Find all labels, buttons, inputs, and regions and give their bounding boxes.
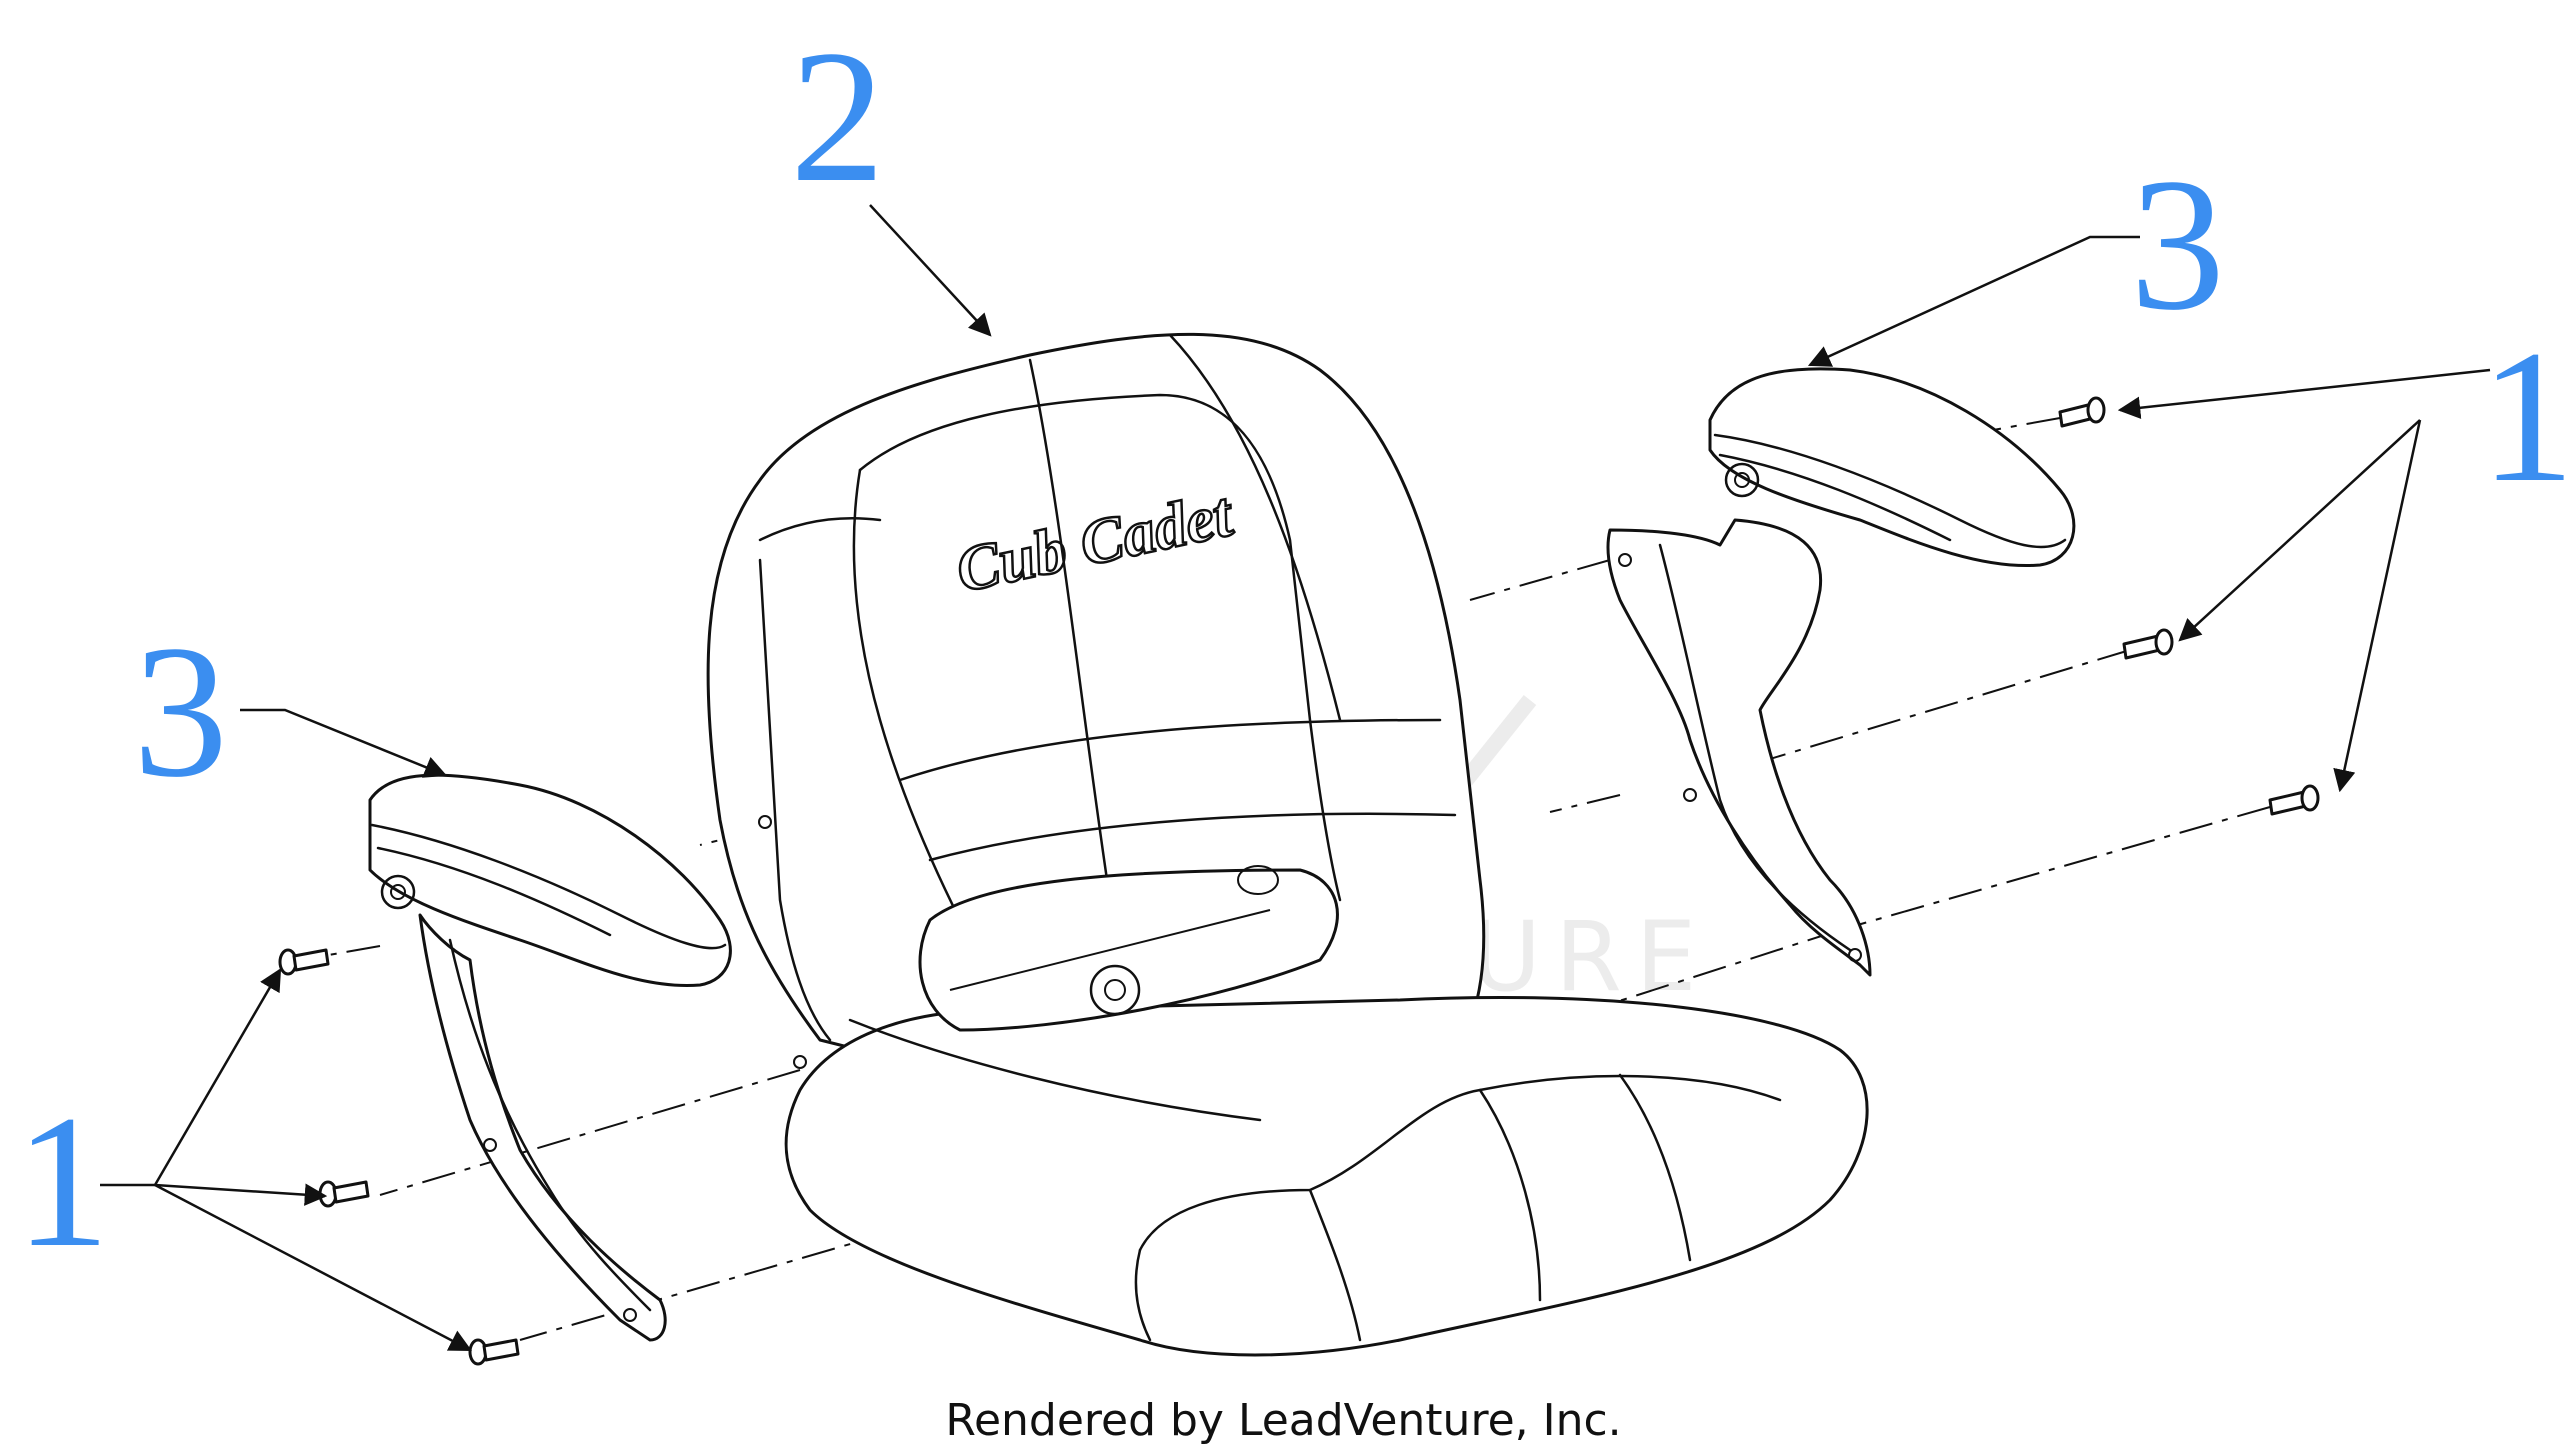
bolts-right — [2058, 396, 2320, 816]
bolt-icon — [278, 948, 330, 976]
callout-armrest-left: 3 — [133, 607, 228, 817]
footer-caption: Rendered by LeadVenture, Inc. — [945, 1395, 1622, 1446]
bolts-left — [278, 948, 520, 1366]
bolt-icon — [2058, 396, 2106, 428]
bolt-icon — [318, 1180, 370, 1208]
callout-bolts-left: 1 — [15, 1077, 110, 1287]
leader-lines — [100, 204, 2491, 1352]
seat: Cub Cadet — [706, 332, 1869, 1357]
callout-seat: 2 — [790, 12, 885, 222]
bolt-icon — [2268, 784, 2320, 816]
bolt-icon — [2122, 628, 2174, 660]
armrest-left — [368, 773, 732, 1342]
callout-armrest-right: 3 — [2130, 140, 2225, 350]
callout-bolts-right: 1 — [2480, 312, 2567, 522]
callouts: 2 3 3 1 1 — [15, 12, 2567, 1287]
armrest-right — [1606, 367, 2076, 977]
bolt-icon — [468, 1338, 520, 1366]
